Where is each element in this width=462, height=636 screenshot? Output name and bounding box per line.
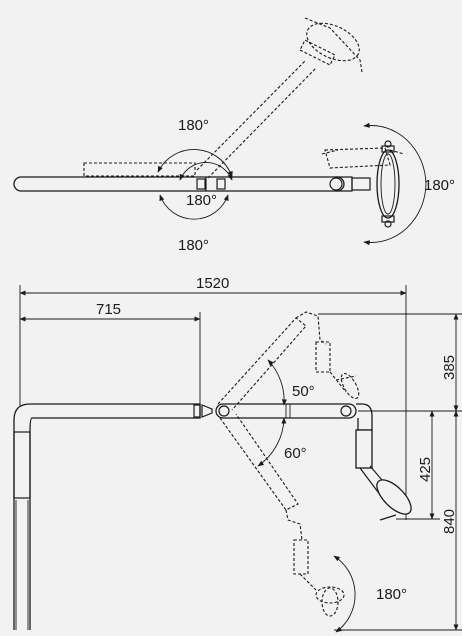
top-swung-arm-left	[83, 162, 196, 177]
mount-column	[13, 403, 201, 630]
side-light-head	[376, 479, 412, 515]
top-light-head	[376, 149, 400, 219]
label-angle-head: 180°	[376, 586, 407, 603]
label-angle-60: 60°	[284, 445, 307, 462]
side-arm-raised	[217, 317, 307, 411]
label-top-angle-center: 180°	[186, 192, 217, 209]
label-top-angle-head: 180°	[424, 177, 455, 194]
arc-50	[267, 359, 287, 406]
top-swung-head	[306, 22, 360, 62]
label-top-angle-upper: 180°	[178, 117, 209, 134]
top-arc-head	[363, 183, 427, 246]
side-arm-lowered	[219, 413, 299, 511]
label-top-angle-lower: 180°	[178, 237, 209, 254]
top-view: 180° 180° 180° 180°	[13, 17, 455, 254]
dim-label-425: 425	[417, 457, 434, 482]
dim-label-715: 715	[96, 301, 121, 318]
dim-label-385: 385	[441, 355, 458, 380]
dim-label-840: 840	[441, 509, 458, 534]
side-view: 1520 715	[13, 275, 462, 633]
top-main-arm	[13, 176, 345, 192]
arc-60	[257, 417, 287, 467]
top-arc-upper	[157, 149, 233, 178]
side-head-drop	[355, 429, 373, 469]
top-head-rotated	[324, 147, 391, 169]
arc-head-180	[333, 555, 356, 633]
label-angle-50: 50°	[292, 383, 315, 400]
top-arc-lower	[159, 194, 229, 220]
top-swung-arm-diagonal	[196, 59, 317, 179]
dim-label-1520: 1520	[196, 275, 229, 292]
